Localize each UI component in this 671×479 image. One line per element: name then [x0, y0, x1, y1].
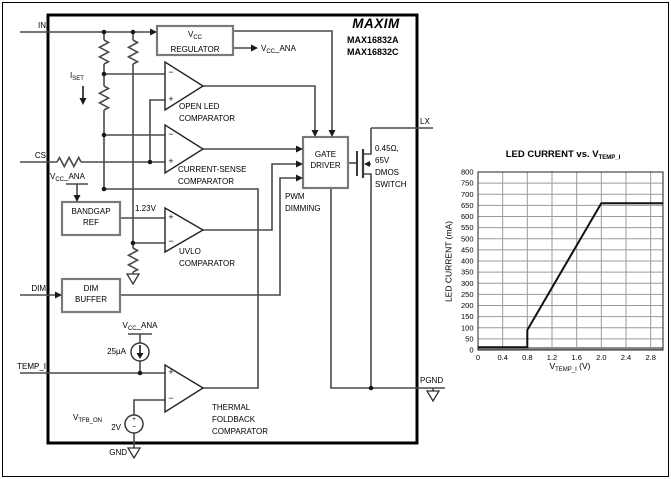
pin-label-gnd: GND: [109, 448, 127, 457]
svg-text:700: 700: [461, 190, 474, 199]
chart-x-axis-label: VTEMP_I (V): [549, 361, 591, 373]
ref-voltage-label: 1.23V: [135, 204, 156, 213]
svg-text:550: 550: [461, 223, 474, 232]
ground-symbols: [125, 273, 441, 460]
ground-icon: [425, 390, 441, 403]
vcc-ana-label: VCC_ANA: [50, 172, 85, 183]
source-minus-sign: −: [131, 424, 137, 431]
svg-text:150: 150: [461, 312, 474, 321]
svg-text:600: 600: [461, 212, 474, 221]
svg-text:0.8: 0.8: [522, 353, 532, 362]
ic-boundary: [46, 13, 419, 445]
open-led-minus-sign: −: [168, 67, 174, 77]
led-current-chart-plot: 0 50 100 150 200 250 300 350 400 450 500 550 600 650 7…: [461, 168, 664, 362]
gate-driver-box: [301, 135, 350, 190]
thermal-minus-sign: −: [168, 393, 174, 403]
vcc-regulator-label: VCC REGULATOR: [170, 30, 220, 54]
svg-text:800: 800: [461, 168, 474, 177]
wires: [20, 30, 445, 448]
arrowheads: [55, 28, 370, 359]
dim-buffer-box: [60, 277, 122, 314]
maxim-logo: MAXIM: [352, 16, 400, 31]
svg-text:1.2: 1.2: [547, 353, 557, 362]
voltage-source-symbol: [124, 414, 144, 434]
vtfb-value-label: 2V: [111, 423, 121, 432]
svg-text:0: 0: [476, 353, 480, 362]
thermal-foldback-comparator-symbol: [164, 363, 205, 414]
pin-label-dim: DIM: [31, 284, 46, 293]
bandgap-ref-box: [60, 200, 122, 237]
svg-text:0: 0: [469, 346, 473, 355]
pin-label-in: IN: [38, 21, 46, 30]
svg-text:50: 50: [465, 334, 473, 343]
comparators: [164, 60, 205, 414]
svg-text:650: 650: [461, 201, 474, 210]
source-plus-sign: +: [131, 416, 137, 423]
svg-text:0.4: 0.4: [497, 353, 507, 362]
pin-label-temp-i: TEMP_I: [17, 362, 46, 371]
pin-label-cs: CS: [34, 151, 46, 160]
thermal-plus-sign: +: [168, 367, 174, 377]
svg-text:500: 500: [461, 234, 474, 243]
svg-text:2.0: 2.0: [596, 353, 606, 362]
chart-title: LED CURRENT vs. VTEMP_I: [505, 149, 621, 161]
svg-text:200: 200: [461, 301, 474, 310]
part-number: MAX16832C: [347, 47, 399, 57]
vcc-ana-label: VCC_ANA: [122, 321, 158, 332]
svg-text:1.6: 1.6: [571, 353, 581, 362]
vcc-regulator-box: [155, 24, 235, 57]
pin-label-lx: LX: [420, 117, 430, 126]
junction-dots: [101, 29, 374, 391]
uvlo-plus-sign: +: [168, 212, 174, 222]
svg-text:250: 250: [461, 290, 474, 299]
vtfb-label: VTFB_ON: [73, 413, 103, 424]
svg-text:350: 350: [461, 268, 474, 277]
svg-text:450: 450: [461, 245, 474, 254]
uvlo-minus-sign: −: [168, 236, 174, 246]
svg-text:400: 400: [461, 257, 474, 266]
uvlo-comparator-symbol: [164, 206, 205, 254]
pin-label-pgnd: PGND: [420, 376, 444, 385]
svg-text:2.4: 2.4: [621, 353, 631, 362]
chart-y-axis-label: LED CURRENT (mA): [443, 220, 454, 303]
svg-text:750: 750: [461, 179, 474, 188]
current-sense-plus-sign: +: [168, 156, 174, 166]
iset-label: ISET: [70, 71, 84, 82]
current-sense-comparator-symbol: [164, 123, 205, 175]
svg-text:100: 100: [461, 323, 474, 332]
current-sense-minus-sign: −: [168, 129, 174, 139]
open-led-plus-sign: +: [168, 94, 174, 104]
svg-text:300: 300: [461, 279, 474, 288]
svg-text:2.8: 2.8: [645, 353, 655, 362]
part-number: MAX16832A: [347, 35, 399, 45]
dmos-switch-symbol: [356, 149, 365, 178]
ground-icon: [125, 273, 141, 286]
vcc-ana-label: VCC_ANA: [261, 44, 296, 55]
ground-icon: [126, 447, 142, 460]
block-boxes: [60, 24, 350, 314]
bias-current-label: 25µA: [107, 347, 126, 356]
open-led-comparator-symbol: [164, 60, 205, 112]
